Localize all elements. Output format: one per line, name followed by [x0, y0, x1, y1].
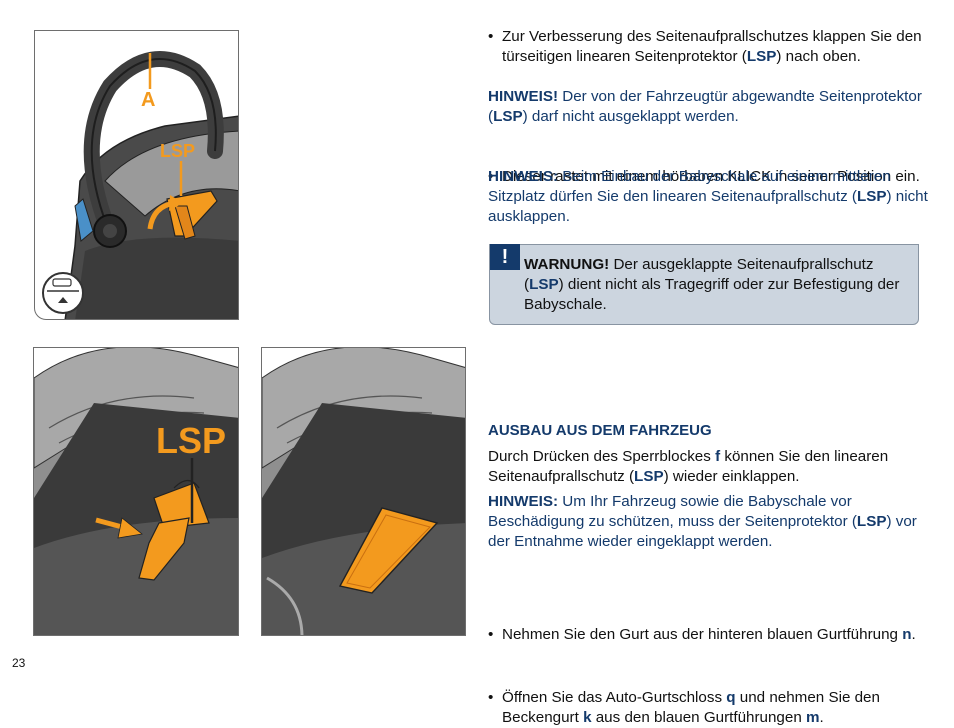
lsp-fold-illustration: [34, 348, 238, 635]
label-lsp: LSP: [160, 141, 196, 161]
label-lsp-large: LSP: [156, 420, 227, 461]
warning-text: WARNUNG! Der ausgeklappte Seitenaufprall…: [524, 256, 900, 313]
note-2: HINWEIS: Beim Einbau der Babyschale auf …: [488, 168, 928, 225]
instruction-bullet-4: Öffnen Sie das Auto-Gurtschloss q und ne…: [488, 688, 942, 728]
figure-car-seat-lsp-unfold: A LSP: [34, 30, 239, 320]
note-1: HINWEIS! Der von der Fahrzeugtür abgewan…: [488, 88, 922, 125]
section-heading: AUSBAU AUS DEM FAHRZEUG: [488, 422, 712, 439]
figure-lsp-folded: [261, 347, 466, 636]
label-a: A: [141, 89, 156, 111]
page-number: 23: [12, 656, 26, 670]
note-3: HINWEIS: Um Ihr Fahrzeug sowie die Babys…: [488, 493, 917, 550]
warning-box: [489, 244, 919, 325]
car-seat-illustration: [42, 51, 238, 319]
figure-lsp-fold-in: LSP: [33, 347, 239, 636]
instruction-bullet-2: Dieser rastet mit einem hörbaren KLICK i…: [488, 167, 942, 187]
car-seat-orientation-icon: [42, 272, 84, 314]
paragraph-fold-in: Durch Drücken des Sperrblockes f können …: [488, 448, 889, 485]
instruction-bullet-1: Zur Verbesserung des Seitenaufprallschut…: [488, 27, 942, 67]
instruction-bullet-3: Nehmen Sie den Gurt aus der hinteren bla…: [488, 625, 942, 645]
warning-exclamation-icon: !: [490, 244, 520, 270]
lsp-folded-illustration: [262, 348, 465, 635]
